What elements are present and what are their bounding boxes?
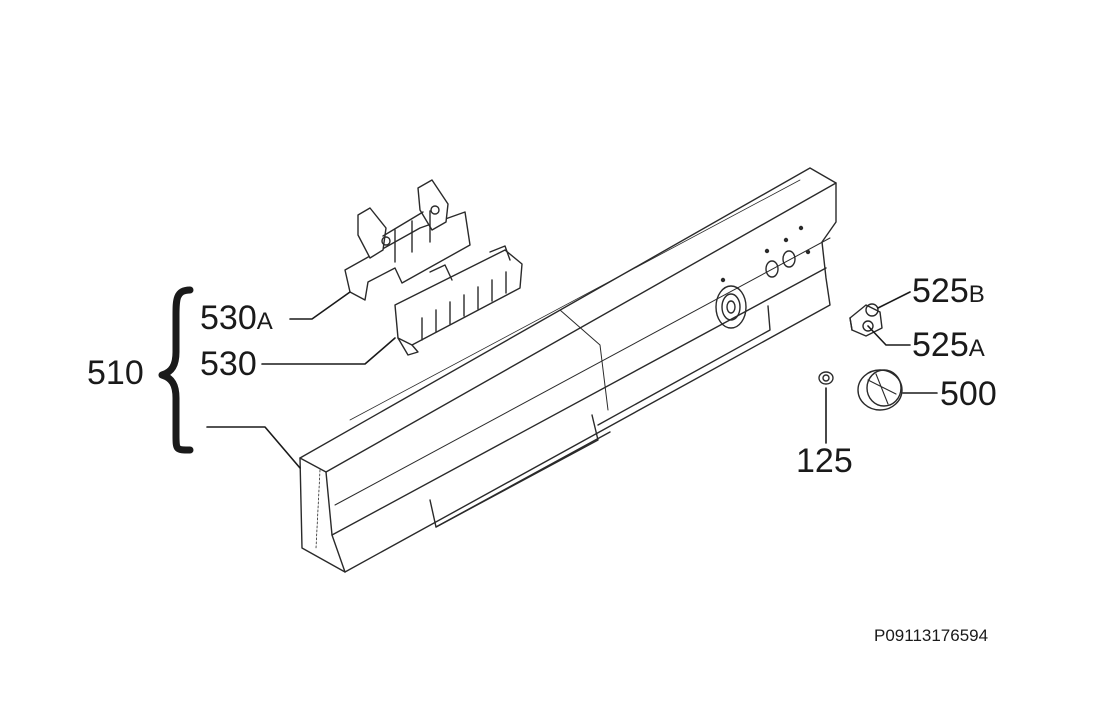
callout-500: 500	[940, 377, 997, 411]
callout-525a-number: 525	[912, 326, 969, 364]
callout-525b: 525B	[912, 274, 985, 308]
control-panel-drawing	[299, 167, 837, 573]
callout-525a-suffix: A	[968, 335, 985, 362]
leader-525a	[867, 325, 911, 346]
callout-530-number: 530	[200, 345, 257, 383]
leader-530	[261, 337, 396, 365]
part-125-drawing	[818, 371, 834, 385]
callout-530: 530	[200, 347, 257, 381]
callout-510-number: 510	[87, 354, 144, 392]
leader-530a	[289, 291, 351, 320]
leader-510	[206, 426, 301, 469]
callout-125: 125	[796, 444, 853, 478]
callout-525b-suffix: B	[968, 281, 985, 308]
drawing-reference: P09113176594	[874, 626, 989, 645]
part-530-drawing	[394, 245, 523, 356]
callout-525b-number: 525	[912, 272, 969, 310]
callout-530a-number: 530	[200, 299, 257, 337]
knob-500-drawing	[857, 369, 903, 411]
callout-525a: 525A	[912, 328, 985, 362]
callout-125-number: 125	[796, 442, 853, 480]
callout-530a-suffix: A	[256, 308, 273, 335]
callout-500-number: 500	[940, 375, 997, 413]
leader-525b	[877, 291, 911, 309]
group-brace	[158, 286, 194, 454]
callout-530a: 530A	[200, 301, 273, 335]
part-525-drawing	[849, 303, 883, 337]
part-530a-drawing	[344, 179, 471, 301]
callout-510: 510	[87, 356, 144, 390]
